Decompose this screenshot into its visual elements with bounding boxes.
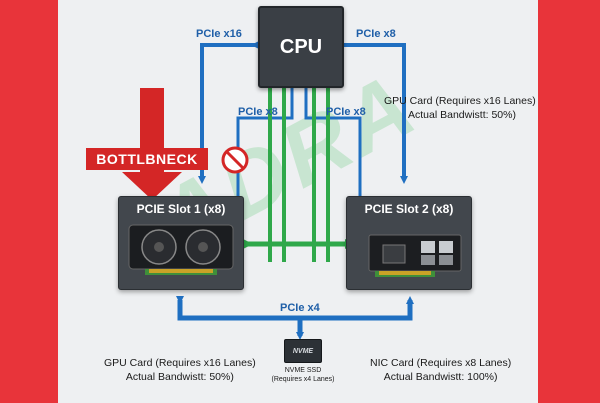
pcie-slot-1: PCIE Slot 1 (x8) [118,196,244,290]
lane-right-line [304,86,362,196]
bottleneck-arrow [122,88,182,200]
slot2-title: PCIE Slot 2 (x8) [364,202,454,216]
label-cpu-slot2: PCIe x8 [356,28,396,40]
cpu-label: CPU [279,35,323,58]
cpu-chip: CPU [258,6,344,88]
label-ssd-link: PCIe x4 [280,302,320,314]
note-bottom-right-line2: Actual Bandwistt: 100%) [383,371,498,383]
slot1-title: PCIE Slot 1 (x8) [136,202,226,216]
arrow-cpu-slot2 [339,41,408,184]
note-top-right: GPU Card (Requires x16 Lanes) Actual Ban… [384,94,536,122]
gpu-card-icon [128,224,234,275]
bottleneck-banner: BOTTLBNECK [86,148,208,170]
note-bottom-left-line2: Actual Bandwistt: 50%) [125,371,234,383]
nvme-ssd-note: NVME SSD (Requires x4 Lanes) [268,366,338,384]
label-lane-left: PCIe x8 [238,106,278,118]
note-bottom-right: NIC Card (Requires x8 Lanes) Actual Band… [370,356,511,384]
nvme-ssd-badge: NVME [284,339,322,363]
nvme-ssd-requirement: (Requires x4 Lanes) [271,376,335,383]
prohibited-icon [221,146,249,174]
note-bottom-left-line1: GPU Card (Requires x16 Lanes) [104,357,256,369]
arrow-ssd-bus [176,296,414,321]
label-lane-right: PCIe x8 [326,106,366,118]
nvme-ssd-label: NVME SSD [284,367,322,374]
note-bottom-right-line1: NIC Card (Requires x8 Lanes) [370,357,512,369]
pcie-slot-2: PCIE Slot 2 (x8) [346,196,472,290]
note-top-right-line2: Actual Bandwistt: 50%) [408,109,516,121]
note-top-right-line1: GPU Card (Requires x16 Lanes) [384,95,536,107]
note-bottom-left: GPU Card (Requires x16 Lanes) Actual Ban… [104,356,256,384]
nic-card-icon [368,234,462,277]
arrow-cpu-slot1 [198,41,259,184]
label-cpu-slot1: PCIe x16 [196,28,242,40]
